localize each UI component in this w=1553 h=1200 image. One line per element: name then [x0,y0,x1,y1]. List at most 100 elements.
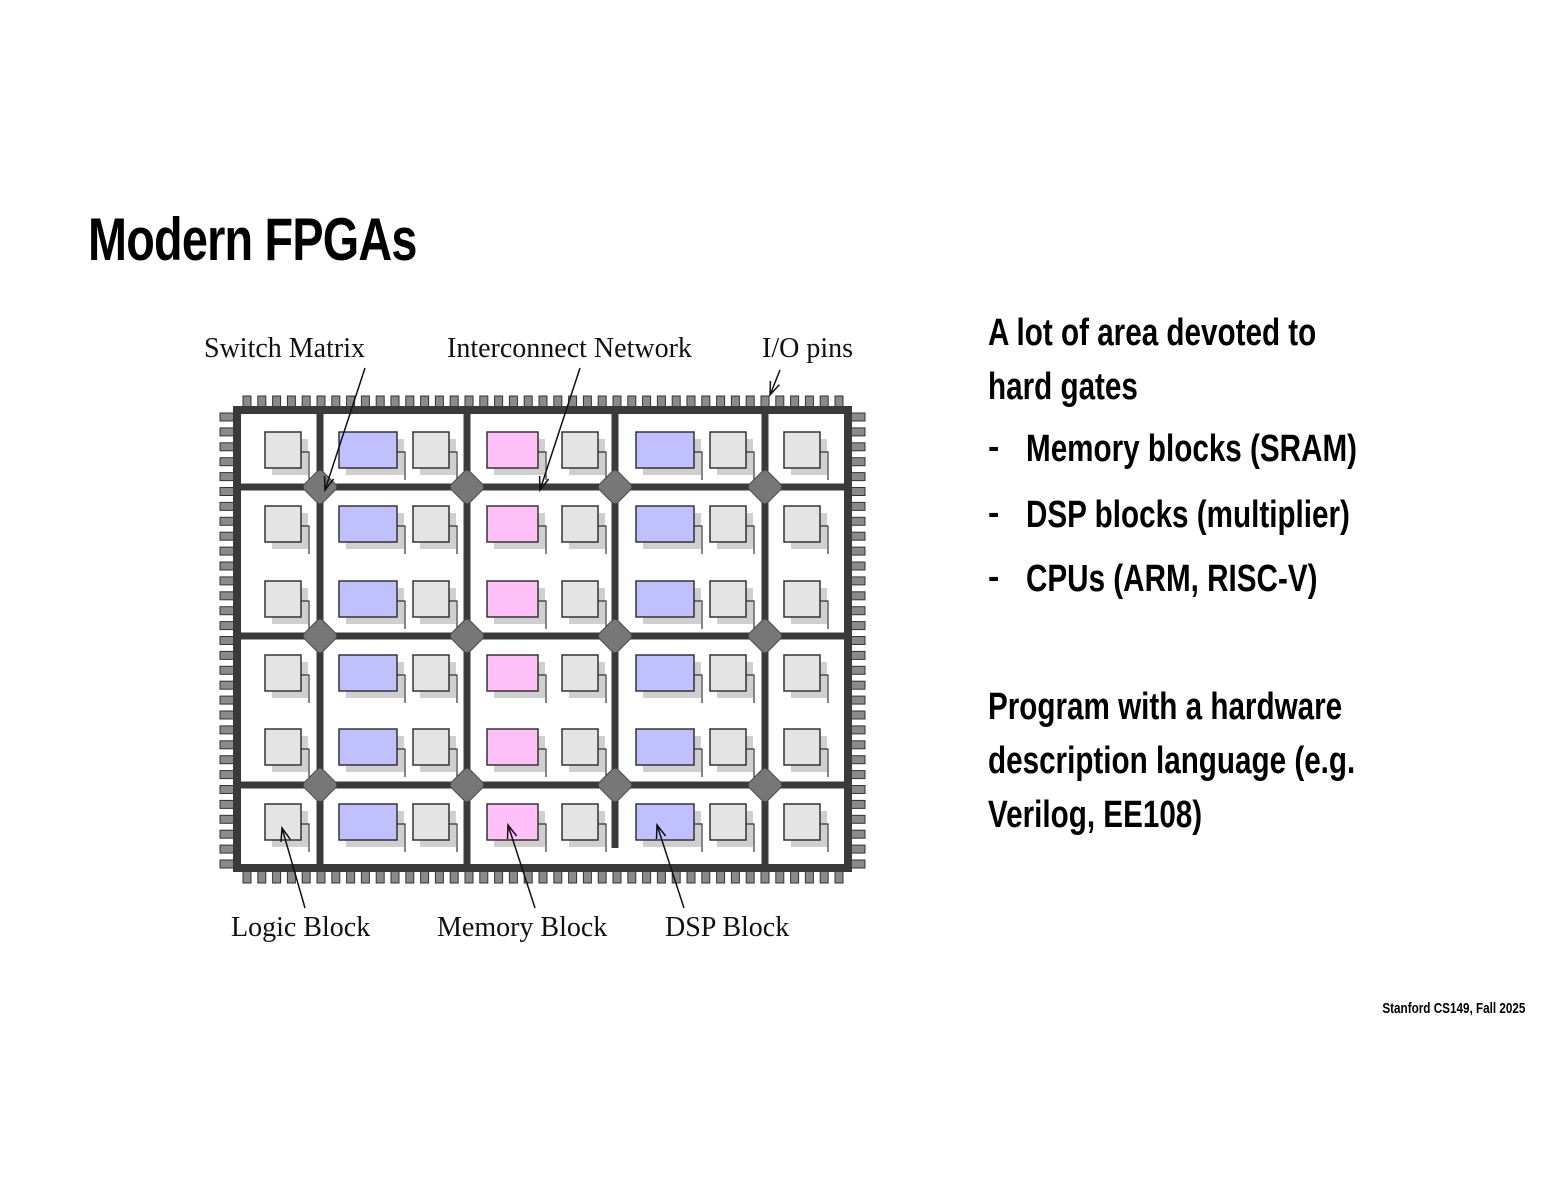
label-arrows [280,367,781,909]
block-connector [820,823,829,852]
block-connector [301,525,310,554]
io-pin [219,695,236,705]
io-pin [849,829,866,839]
label-dsp-block: DSP Block [665,912,789,943]
io-pin [849,606,866,616]
io-pin [849,561,866,571]
arrow-head [280,825,291,843]
block-connector [397,674,406,703]
io-pin [849,680,866,690]
switch-matrix [747,469,783,505]
bullet-cpus: CPUs (ARM, RISC-V) [1026,558,1318,600]
bullet-dash: - [988,494,1000,532]
block-connector [449,748,458,777]
block-connector [397,748,406,777]
logic-block [709,431,747,469]
block-connector [301,674,310,703]
io-pin [849,621,866,631]
block-connector [301,823,310,852]
block-connector [598,823,607,852]
block-connector [820,748,829,777]
block-connector [397,600,406,629]
block-connector [694,674,703,703]
io-pin [849,859,866,869]
memory-block [486,580,539,618]
logic-block [561,431,599,469]
logic-block [412,580,450,618]
io-pin [849,650,866,660]
block-connector [301,451,310,480]
dsp-block [635,728,695,766]
io-pin [219,606,236,616]
arrow-line [324,367,366,491]
logic-block [412,728,450,766]
io-pin [849,710,866,720]
io-pin [849,695,866,705]
dsp-block [338,431,398,469]
block-connector [449,451,458,480]
logic-block [264,431,302,469]
block-connector [598,525,607,554]
dsp-block [338,654,398,692]
arrow-head [323,475,335,493]
switch-matrix [597,469,633,505]
label-interconnect-network: Interconnect Network [447,333,692,364]
block-connector [301,748,310,777]
memory-block [486,803,539,841]
logic-block [783,803,821,841]
arrow-head [655,822,667,840]
io-pin [219,740,236,750]
block-connector [746,674,755,703]
block-connector [746,823,755,852]
dsp-block [635,505,695,543]
memory-block [486,431,539,469]
dsp-block [635,431,695,469]
switch-matrices [302,469,783,803]
memory-block [486,505,539,543]
label-logic-block: Logic Block [231,912,370,943]
io-pin [849,457,866,467]
io-pin [219,516,236,526]
io-pin [219,799,236,809]
io-pin [219,576,236,586]
io-pin [219,859,236,869]
label-switch-matrix: Switch Matrix [204,333,365,364]
switch-matrix [449,767,485,803]
io-pin [849,442,866,452]
arrow-line [769,369,781,396]
label-io-pins: I/O pins [762,333,853,364]
logic-block [561,580,599,618]
logic-block [561,654,599,692]
io-pin [219,725,236,735]
logic-block [709,505,747,543]
block-connector [746,600,755,629]
io-pin [849,487,866,496]
block-connector [746,525,755,554]
io-pin [849,665,866,675]
switch-matrix [747,618,783,654]
block-connector [598,600,607,629]
switch-matrix [449,618,485,654]
logic-block [783,431,821,469]
block-connector [538,823,547,852]
arrow-head [506,822,518,840]
block-connector [301,600,310,629]
memory-block [486,654,539,692]
arrow-head [538,475,550,493]
io-pin [849,412,866,422]
logic-block [783,505,821,543]
block-connector [694,600,703,629]
io-pin [219,442,236,452]
slide-title: Modern FPGAs [88,206,417,273]
io-pin [849,725,866,735]
io-pin [219,412,236,422]
io-pin [219,650,236,660]
io-pin [219,457,236,467]
io-pin [219,531,236,541]
io-pin [849,427,866,437]
io-pin [219,427,236,437]
block-connector [694,451,703,480]
block-connector [397,451,406,480]
logic-block [561,505,599,543]
